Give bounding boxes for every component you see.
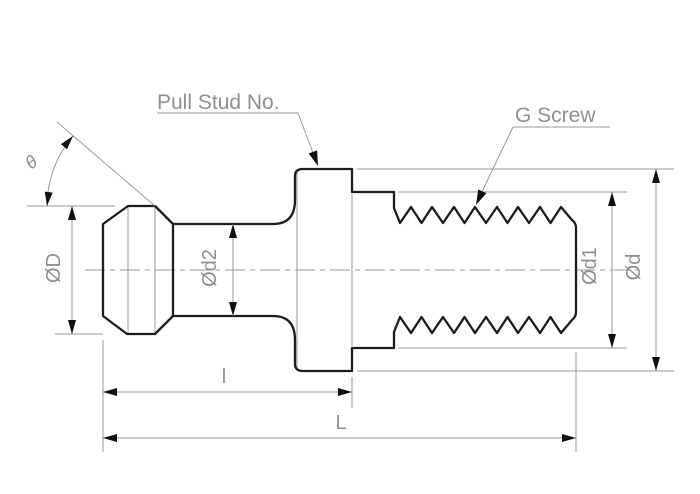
leader-pull-stud	[157, 112, 317, 162]
dim-label-body-dia: Ød1	[579, 247, 601, 285]
arrow-theta-top	[60, 136, 73, 150]
label-g-screw: G Screw	[515, 104, 596, 127]
arrow-leader-g-screw	[476, 189, 487, 205]
dim-label-flange-dia: Ød	[623, 254, 645, 281]
dim-label-neck-dia: Ød2	[199, 249, 221, 287]
dim-label-total-len: L	[335, 412, 346, 434]
arrow-neck-dia-top	[229, 224, 237, 238]
arrow-total-len-right	[562, 434, 576, 442]
arrow-shank-len-left	[103, 388, 117, 396]
arrow-leader-pull-stud	[308, 150, 318, 166]
part-body-profile	[171, 167, 578, 373]
arrow-flange-dia-top	[652, 169, 660, 183]
leader-lines	[157, 112, 610, 201]
arrow-head-dia-bottom	[68, 320, 76, 334]
arrow-total-len-left	[103, 434, 117, 442]
dim-label-shank-len: l	[222, 366, 226, 388]
arrow-body-dia-top	[608, 192, 616, 206]
dim-label-theta: θ	[21, 151, 41, 173]
arrow-flange-dia-bottom	[652, 357, 660, 371]
arrow-body-dia-bottom	[608, 334, 616, 348]
dim-label-head-dia: ØD	[43, 253, 65, 283]
arrowheads	[44, 136, 660, 442]
arrow-head-dia-top	[68, 206, 76, 220]
leader-g-screw	[477, 126, 610, 201]
label-pull-stud-no: Pull Stud No.	[157, 91, 280, 114]
arrow-theta-bottom	[44, 191, 53, 206]
ext-theta-slant	[56, 121, 156, 207]
arrow-shank-len-right	[338, 388, 352, 396]
arrow-neck-dia-bottom	[229, 302, 237, 316]
extension-lines	[27, 121, 674, 452]
projection-edges	[127, 171, 353, 369]
